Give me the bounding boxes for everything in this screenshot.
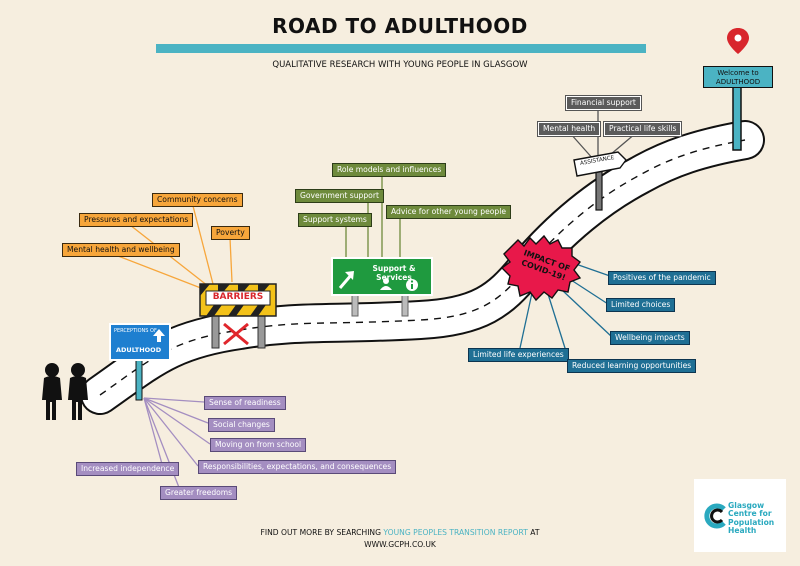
barriers-sign-label: BARRIERS bbox=[212, 292, 264, 302]
logo-line-2: Centre for bbox=[728, 509, 772, 519]
assistance-financial-support: Financial support bbox=[565, 95, 642, 111]
arrow-up-icon-support bbox=[338, 271, 354, 289]
perception-responsibilities: Responsibilities, expectations, and cons… bbox=[198, 460, 397, 474]
barriers-connectors bbox=[117, 205, 233, 291]
info-icon bbox=[406, 279, 418, 291]
map-pin-icon bbox=[727, 28, 749, 54]
children-silhouette-icon bbox=[42, 363, 88, 420]
perception-sense-of-readiness: Sense of readiness bbox=[204, 396, 286, 410]
barrier-pressures-expectations: Pressures and expectations bbox=[79, 213, 194, 227]
covid-limited-choices: Limited choices bbox=[606, 298, 676, 312]
covid-positives: Positives of the pandemic bbox=[608, 271, 716, 285]
assistance-practical-life-skills: Practical life skills bbox=[602, 121, 683, 137]
perception-moving-on-from-school: Moving on from school bbox=[210, 438, 307, 452]
support-systems: Support systems bbox=[298, 213, 372, 227]
footer-url[interactable]: WWW.GCPH.CO.UK bbox=[364, 540, 436, 549]
barrier-mental-health: Mental health and wellbeing bbox=[62, 243, 180, 257]
assistance-mental-health: Mental health bbox=[536, 121, 602, 137]
footer-line-1: FIND OUT MORE BY SEARCHING YOUNG PEOPLES… bbox=[0, 528, 800, 537]
gcph-logo: Glasgow Centre for Population Health bbox=[694, 479, 786, 552]
perceptions-connectors bbox=[143, 397, 211, 491]
logo-line-1: Glasgow bbox=[728, 501, 765, 510]
perceptions-sign-top: PERCEPTIONS OF bbox=[114, 328, 157, 334]
footer-report-link[interactable]: YOUNG PEOPLES TRANSITION REPORT bbox=[383, 528, 528, 537]
welcome-sign: Welcome to ADULTHOOD bbox=[703, 66, 773, 88]
barrier-community-concerns: Community concerns bbox=[152, 193, 243, 207]
title-underline bbox=[156, 44, 646, 53]
logo-line-3: Population bbox=[728, 517, 775, 527]
people-icon bbox=[380, 278, 392, 290]
support-sign-label: Support & Services bbox=[372, 264, 416, 282]
perceptions-sign-bottom: ADULTHOOD bbox=[116, 346, 162, 354]
covid-burst bbox=[500, 234, 582, 302]
arrow-up-icon bbox=[153, 329, 165, 342]
logo-line-4: Health bbox=[728, 526, 757, 536]
support-government: Government support bbox=[295, 189, 384, 203]
covid-wellbeing-impacts: Wellbeing impacts bbox=[610, 331, 690, 345]
logo-text: Glasgow Centre for Population Health bbox=[728, 501, 775, 536]
assistance-sign bbox=[573, 151, 627, 177]
cross-icon bbox=[223, 322, 249, 346]
footer-suffix: AT bbox=[527, 528, 540, 537]
gcph-logo-mark-icon bbox=[704, 503, 726, 529]
support-advice: Advice for other young people bbox=[386, 205, 511, 219]
covid-limited-life-experiences: Limited life experiences bbox=[468, 348, 569, 362]
support-role-models: Role models and influences bbox=[332, 163, 447, 177]
covid-reduced-learning: Reduced learning opportunities bbox=[567, 359, 697, 373]
perception-social-changes: Social changes bbox=[208, 418, 275, 432]
perception-greater-freedoms: Greater freedoms bbox=[160, 486, 238, 500]
barrier-poverty: Poverty bbox=[211, 226, 250, 240]
perception-increased-independence: Increased independence bbox=[76, 462, 180, 476]
footer-prefix: FIND OUT MORE BY SEARCHING bbox=[260, 528, 384, 537]
page-title: ROAD TO ADULTHOOD bbox=[272, 14, 528, 38]
page-subtitle: QUALITATIVE RESEARCH WITH YOUNG PEOPLE I… bbox=[272, 60, 528, 70]
